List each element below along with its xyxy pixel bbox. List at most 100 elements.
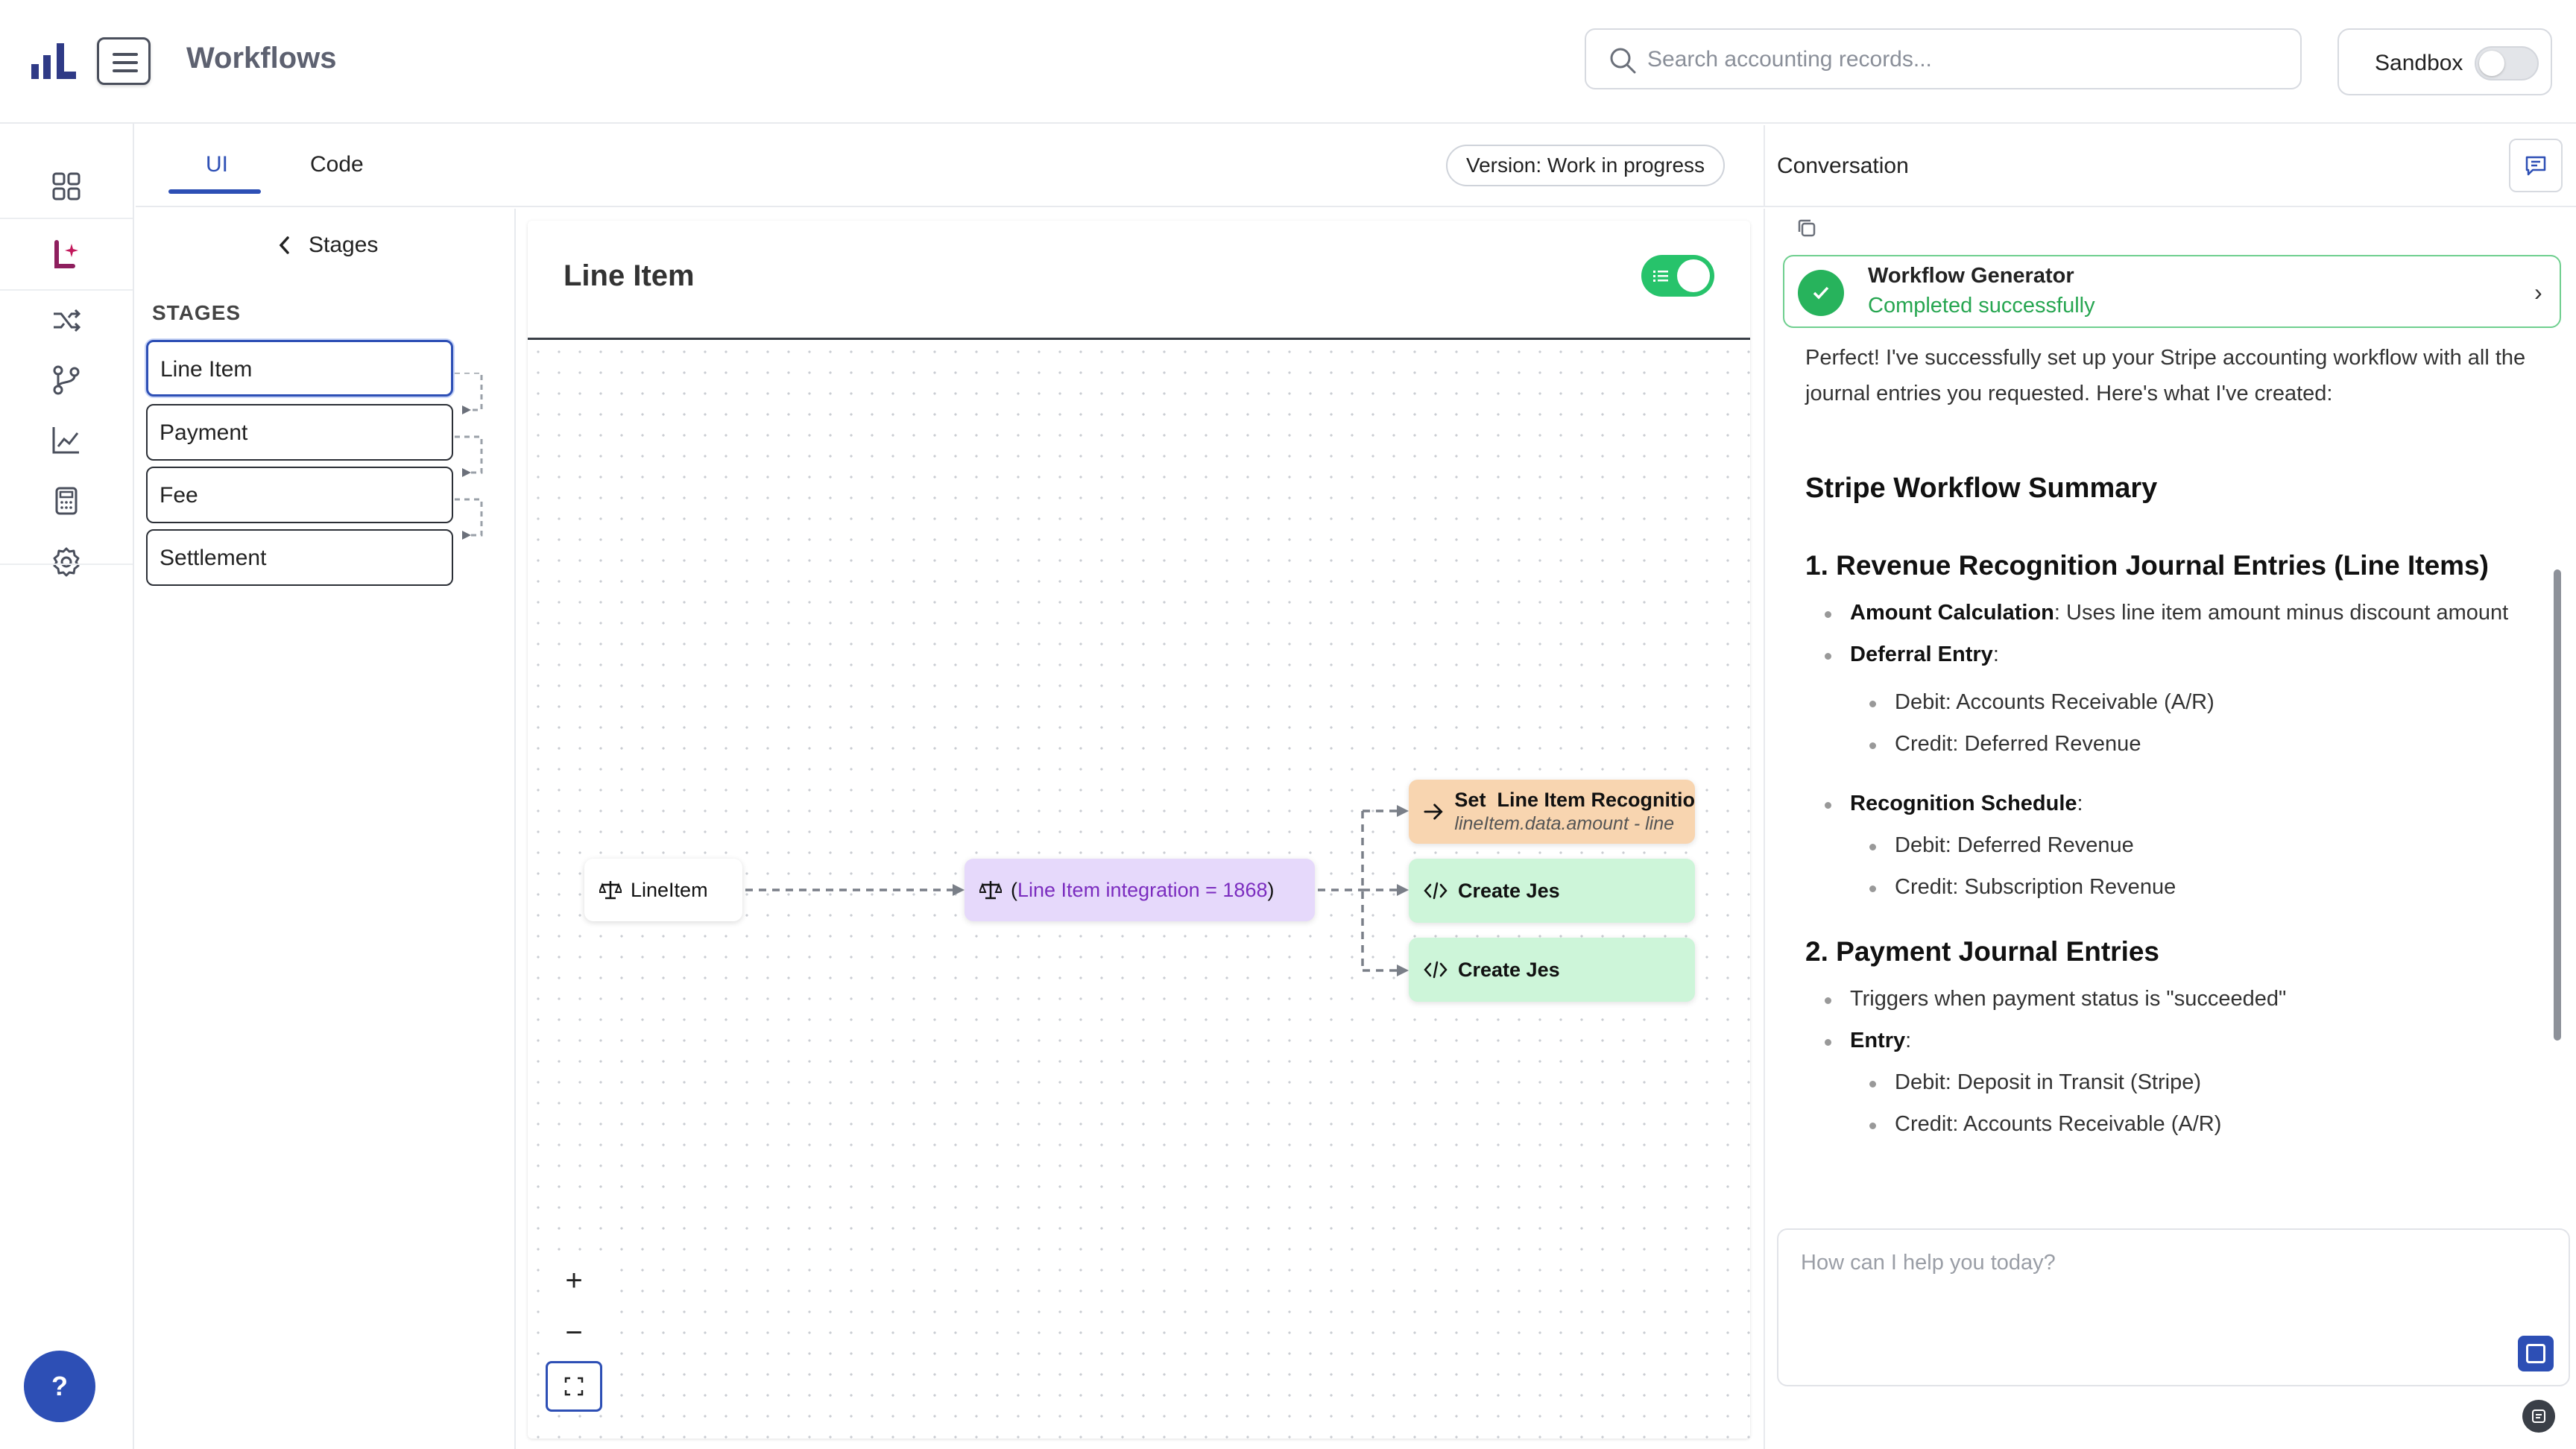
list-item: Debit: Deferred Revenue [1869, 833, 2134, 857]
filter-expression: Line Item integration = 1868 [1017, 878, 1268, 901]
create-jes-label: Create Jes [1458, 958, 1560, 981]
calculator-icon [55, 487, 78, 515]
nav-settings[interactable] [0, 532, 133, 592]
conversation-title: Conversation [1777, 154, 1909, 178]
version-selector[interactable]: Version: Work in progress [1446, 145, 1725, 186]
list-item: Amount Calculation: Uses line item amoun… [1824, 601, 2508, 625]
filter-close-paren: ) [1267, 878, 1275, 901]
chevron-left-icon [279, 236, 289, 254]
zoom-out-button[interactable]: − [546, 1307, 602, 1358]
chart-line-icon [52, 427, 79, 454]
entry-label: Entry [1850, 1029, 1906, 1052]
send-button[interactable] [2518, 1336, 2554, 1371]
page-title: Workflows [186, 42, 337, 75]
tab-ui[interactable]: UI [206, 152, 228, 177]
workflow-edges [745, 805, 1409, 976]
message-composer[interactable] [1777, 1228, 2570, 1386]
list-item: Recognition Schedule: [1825, 792, 2083, 815]
search-icon [1610, 48, 1636, 74]
list-item: Debit: Deposit in Transit (Stripe) [1869, 1070, 2201, 1094]
top-bar: Workflows Sandbox [0, 0, 2576, 124]
list-item: Credit: Deferred Revenue [1869, 732, 2141, 756]
node-filter-condition[interactable]: (Line Item integration = 1868) [965, 859, 1315, 921]
summary-heading: Stripe Workflow Summary [1805, 473, 2158, 504]
list-item: Credit: Subscription Revenue [1869, 875, 2176, 899]
create-jes-label: Create Jes [1458, 879, 1560, 902]
schedule-label: Recognition Schedule [1850, 792, 2077, 815]
stage-line-item[interactable]: Line Item [146, 340, 453, 397]
search-box[interactable] [1585, 28, 2302, 89]
copy-icon[interactable] [1796, 218, 1817, 239]
code-icon [1424, 961, 1448, 979]
list-item: Credit: Accounts Receivable (A/R) [1869, 1112, 2222, 1136]
fit-view-button[interactable] [546, 1361, 602, 1412]
code-icon [1424, 882, 1448, 900]
gear-icon [53, 547, 80, 577]
stage-payment[interactable]: Payment [146, 404, 453, 461]
check-circle-icon [1798, 270, 1844, 316]
set-expression: lineItem.data.amount - line [1454, 813, 1675, 834]
nav-calculator[interactable] [0, 471, 133, 531]
sandbox-switch[interactable]: Sandbox [2337, 28, 2552, 95]
generator-status: Completed successfully [1868, 294, 2095, 318]
chat-settings-button[interactable] [2522, 1400, 2555, 1433]
list-item: Deferral Entry: [1825, 643, 1999, 666]
canvas-title: Line Item [564, 259, 695, 292]
node-source-lineitem[interactable]: LineItem [584, 859, 742, 921]
stage-enabled-toggle[interactable] [1641, 255, 1714, 297]
scale-icon [599, 881, 622, 900]
zoom-in-button[interactable]: + [546, 1255, 602, 1306]
deferral-label: Deferral Entry [1850, 643, 1993, 666]
left-nav-rail: ? [0, 124, 134, 1449]
ledger-ai-icon [54, 240, 78, 268]
git-branch-icon [53, 365, 80, 395]
nav-dashboard[interactable] [0, 157, 133, 216]
message-input[interactable] [1801, 1251, 2516, 1340]
section1-heading: 1. Revenue Recognition Journal Entries (… [1805, 550, 2489, 581]
list-item: Triggers when payment status is "succeed… [1824, 987, 2287, 1011]
workflow-canvas[interactable]: Line Item Line [528, 221, 1750, 1439]
filter-open-paren: ( [1011, 878, 1017, 901]
app-logo-icon[interactable] [30, 42, 78, 80]
fit-view-icon [564, 1377, 584, 1396]
sandbox-toggle[interactable] [2475, 46, 2539, 80]
list-item: Debit: Accounts Receivable (A/R) [1869, 690, 2214, 714]
message-intro: Perfect! I've successfully set up your S… [1805, 346, 2526, 405]
conversation-panel: Workflow Generator Completed successfull… [1764, 209, 2576, 1449]
nav-shuffle[interactable] [0, 291, 133, 350]
canvas-header: Line Item [528, 221, 1750, 340]
nav-workflows-ai[interactable] [0, 225, 133, 285]
conversation-scrollbar[interactable] [2554, 569, 2561, 1041]
workflow-generator-card[interactable]: Workflow Generator Completed successfull… [1783, 255, 2561, 328]
chat-settings-icon [2532, 1409, 2545, 1423]
tab-code[interactable]: Code [310, 152, 364, 177]
stages-heading: STAGES [152, 301, 242, 324]
arrow-right-icon [1424, 804, 1443, 820]
stage-connectors [455, 373, 483, 540]
rail-divider [0, 564, 133, 565]
chat-bubble-icon [2525, 156, 2546, 176]
help-button[interactable]: ? [24, 1351, 95, 1422]
conversation-toggle-button[interactable] [2509, 139, 2563, 192]
node-set-recognition[interactable]: Set Line Item Recognitio lineItem.data.a… [1409, 780, 1695, 844]
stage-fee[interactable]: Fee [146, 467, 453, 523]
list-item: Entry: [1824, 1029, 1912, 1052]
conversation-header: Conversation [1764, 125, 2576, 207]
node-create-jes-1[interactable]: Create Jes [1409, 859, 1695, 923]
nav-analytics[interactable] [0, 410, 133, 470]
sandbox-label: Sandbox [2375, 51, 2463, 75]
stage-settlement[interactable]: Settlement [146, 529, 453, 586]
menu-toggle-button[interactable] [97, 37, 151, 85]
nav-branches[interactable] [0, 350, 133, 410]
rail-divider [0, 289, 133, 291]
stop-square-icon [2526, 1344, 2545, 1363]
scale-icon [979, 881, 1002, 900]
dashboard-grid-icon [52, 172, 80, 201]
node-create-jes-2[interactable]: Create Jes [1409, 938, 1695, 1002]
stages-back-button[interactable]: Stages [277, 233, 378, 258]
rail-divider [0, 218, 133, 219]
assistant-message: Perfect! I've successfully set up your S… [1805, 340, 2543, 1136]
search-input[interactable] [1647, 40, 2281, 79]
zoom-controls: + − [546, 1255, 602, 1415]
